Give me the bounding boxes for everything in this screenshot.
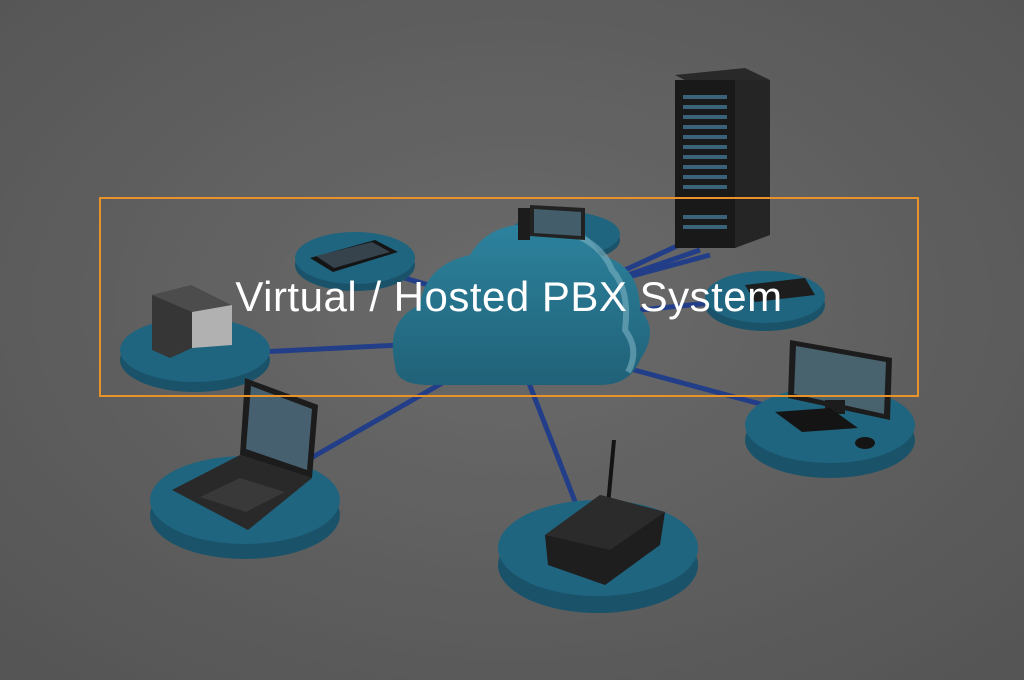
page-title: Virtual / Hosted PBX System	[235, 273, 783, 320]
server-rack-icon	[675, 68, 770, 248]
external-drive-icon	[152, 285, 232, 358]
tablet-icon	[745, 278, 815, 302]
smartphone-icon	[310, 240, 398, 272]
desktop-computer-icon	[775, 340, 892, 449]
desktop-monitor-icon	[518, 205, 585, 240]
title-frame: Virtual / Hosted PBX System	[99, 197, 919, 397]
router-icon	[545, 439, 665, 585]
cloud-icon	[392, 223, 650, 385]
laptop-icon	[172, 378, 318, 530]
